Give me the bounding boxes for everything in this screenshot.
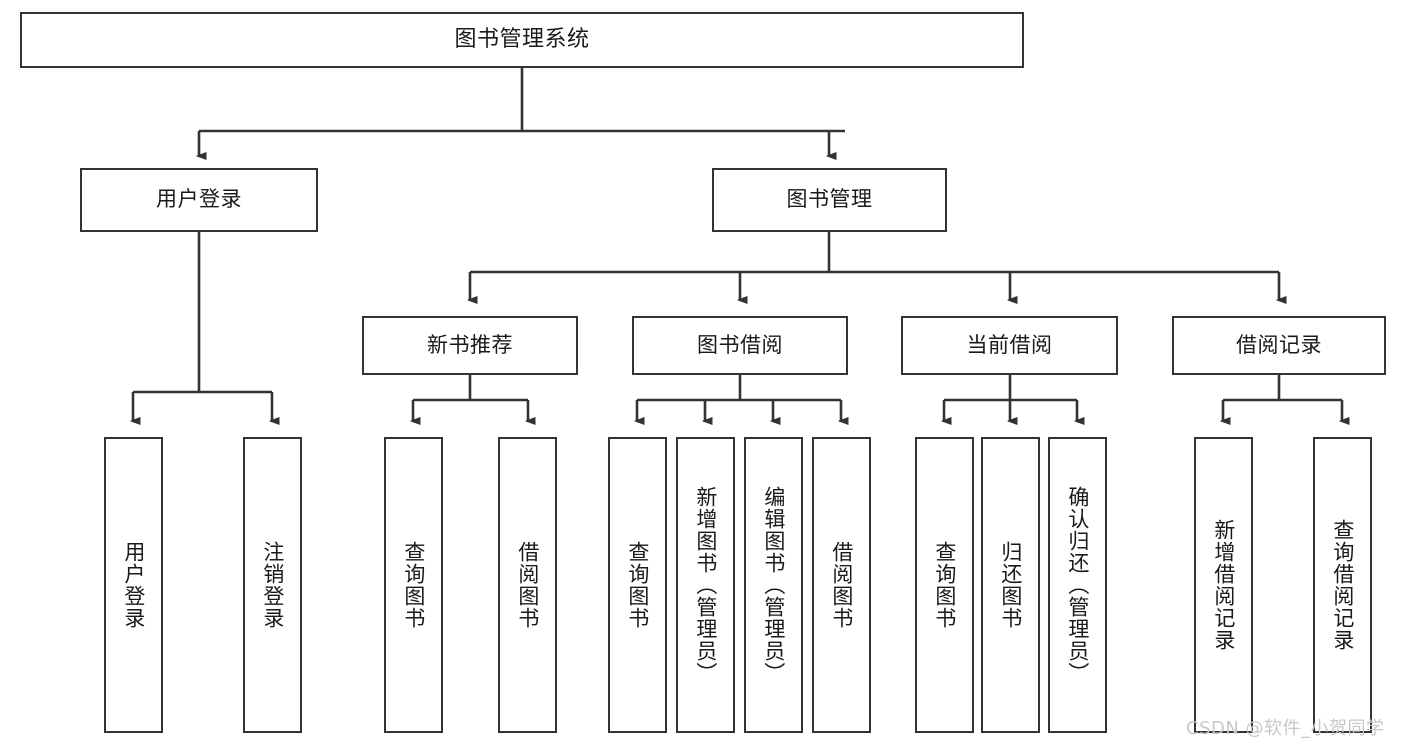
node-label: 确认归还（管理员） bbox=[1065, 486, 1090, 684]
node-label: 借阅图书 bbox=[829, 541, 854, 629]
leaf-current-borrow-return[interactable]: 归还图书 bbox=[981, 437, 1040, 733]
node-label: 新增图书（管理员） bbox=[693, 486, 718, 684]
node-label: 图书借阅 bbox=[697, 332, 783, 357]
node-label: 查询图书 bbox=[625, 541, 650, 629]
leaf-book-borrow-query[interactable]: 查询图书 bbox=[608, 437, 667, 733]
node-label: 用户登录 bbox=[121, 541, 146, 629]
node-label: 新书推荐 bbox=[427, 332, 513, 357]
leaf-user-login-login[interactable]: 用户登录 bbox=[104, 437, 163, 733]
node-label: 新增借阅记录 bbox=[1211, 519, 1236, 651]
node-label: 查询图书 bbox=[401, 541, 426, 629]
leaf-book-borrow-add-admin[interactable]: 新增图书（管理员） bbox=[676, 437, 735, 733]
node-label: 用户登录 bbox=[156, 187, 242, 212]
node-label: 借阅图书 bbox=[515, 541, 540, 629]
leaf-user-login-logout[interactable]: 注销登录 bbox=[243, 437, 302, 733]
node-new-book-recommend[interactable]: 新书推荐 bbox=[362, 316, 578, 375]
node-label: 图书管理 bbox=[786, 187, 873, 212]
node-label: 编辑图书（管理员） bbox=[761, 486, 786, 684]
leaf-new-book-query[interactable]: 查询图书 bbox=[384, 437, 443, 733]
leaf-book-borrow-edit-admin[interactable]: 编辑图书（管理员） bbox=[744, 437, 803, 733]
node-label: 查询图书 bbox=[932, 541, 957, 629]
node-root-book-management-system[interactable]: 图书管理系统 bbox=[20, 12, 1024, 68]
node-label: 借阅记录 bbox=[1236, 332, 1322, 357]
node-book-borrow[interactable]: 图书借阅 bbox=[632, 316, 848, 375]
node-label: 查询借阅记录 bbox=[1330, 519, 1355, 651]
node-current-borrow[interactable]: 当前借阅 bbox=[901, 316, 1118, 375]
node-label: 当前借阅 bbox=[966, 332, 1053, 357]
node-user-login[interactable]: 用户登录 bbox=[80, 168, 318, 232]
node-label: 注销登录 bbox=[260, 541, 285, 629]
leaf-current-borrow-confirm-admin[interactable]: 确认归还（管理员） bbox=[1048, 437, 1107, 733]
leaf-book-borrow-borrow[interactable]: 借阅图书 bbox=[812, 437, 871, 733]
leaf-current-borrow-query[interactable]: 查询图书 bbox=[915, 437, 974, 733]
leaf-new-book-borrow[interactable]: 借阅图书 bbox=[498, 437, 557, 733]
node-label: 归还图书 bbox=[998, 541, 1023, 629]
leaf-borrow-records-add[interactable]: 新增借阅记录 bbox=[1194, 437, 1253, 733]
csdn-watermark: CSDN @软件_小贺同学 bbox=[1186, 718, 1385, 739]
node-book-management[interactable]: 图书管理 bbox=[712, 168, 947, 232]
leaf-borrow-records-query[interactable]: 查询借阅记录 bbox=[1313, 437, 1372, 733]
node-label: 图书管理系统 bbox=[454, 26, 590, 52]
node-borrow-records[interactable]: 借阅记录 bbox=[1172, 316, 1386, 375]
